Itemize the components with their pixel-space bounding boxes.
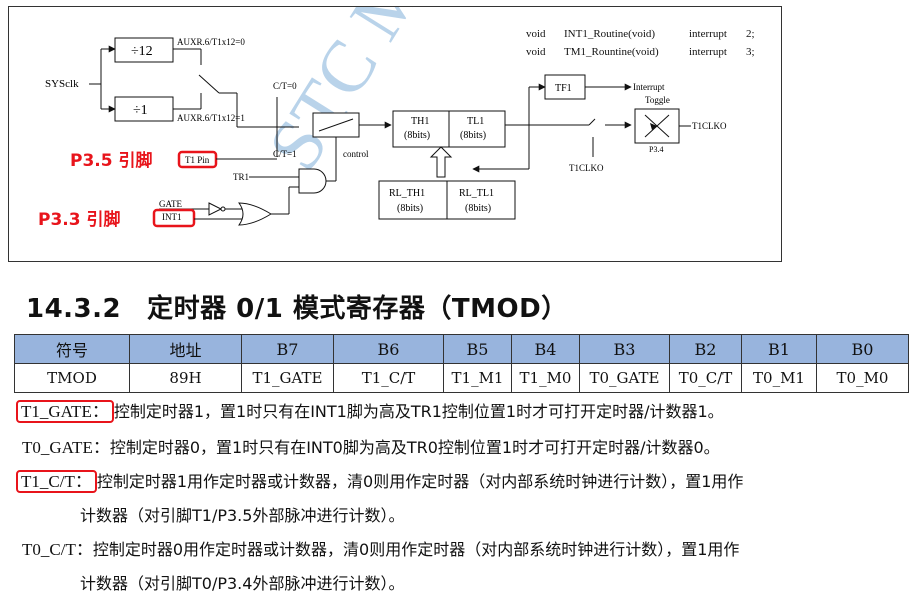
divide-1-box [114, 96, 174, 122]
t0-gate-term: T0_GATE： [22, 438, 110, 457]
rl-tl1-register [446, 180, 516, 220]
table-cell: 89H [129, 363, 242, 393]
table-cell: TMOD [14, 363, 130, 393]
code-kw-1: interrupt [689, 28, 727, 40]
t1-ct-description: T1_C/T：控制定时器1用作定时器或计数器，清0则用作定时器（对内部系统时钟进… [16, 470, 744, 494]
table-header: 地址 [129, 334, 242, 364]
t0-ct-text: 控制定时器0用作定时器或计数器，清0则用作定时器（对内部系统时钟进行计数），置1… [92, 540, 740, 559]
section-heading: 14.3.2 定时器 0/1 模式寄存器（TMOD） [26, 288, 568, 325]
auxr-1-label: AUXR.6/T1x12=1 [177, 113, 245, 123]
table-header: B0 [816, 334, 909, 364]
t1-ct-text: 控制定时器1用作定时器或计数器，清0则用作定时器（对内部系统时钟进行计数），置1… [96, 472, 744, 491]
rl-tl1-bits: (8bits) [465, 203, 491, 214]
tf1-label: TF1 [555, 83, 572, 94]
t0-ct-term: T0_C/T： [22, 540, 93, 559]
ct0-label: C/T=0 [273, 81, 297, 91]
t1clko-output-label: T1CLKO [692, 121, 727, 131]
table-cell: T0_M0 [816, 363, 909, 393]
table-cell: T0_C/T [669, 363, 742, 393]
diagram-svg: STC M void INT1_Routine(void) interrupt … [45, 0, 755, 228]
code-kw-2: interrupt [689, 46, 727, 58]
code-func-2: TM1_Rountine(void) [564, 46, 659, 58]
rl-tl1-label: RL_TL1 [459, 188, 494, 199]
table-header: B6 [333, 334, 444, 364]
table-cell: T1_GATE [241, 363, 334, 393]
auxr-0-label: AUXR.6/T1x12=0 [177, 37, 245, 47]
table-cell: T0_GATE [579, 363, 670, 393]
t0-gate-description: T0_GATE：控制定时器0，置1时只有在INT0脚为高及TR0控制位置1时才可… [22, 436, 720, 460]
tl1-label: TL1 [467, 116, 484, 127]
th1-bits: (8bits) [404, 130, 430, 141]
or-gate [238, 202, 272, 226]
table-cell: T1_M1 [443, 363, 512, 393]
t1clko-switch-label: T1CLKO [569, 163, 604, 173]
tl1-bits: (8bits) [460, 130, 486, 141]
divide-12-box [114, 37, 174, 63]
p34-label: P3.4 [649, 145, 663, 154]
tr1-label: TR1 [233, 172, 249, 182]
table-header-row: 符号 地址 B7 B6 B5 B4 B3 B2 B1 B0 [14, 334, 909, 364]
table-header: B5 [443, 334, 512, 364]
table-row: TMOD 89H T1_GATE T1_C/T T1_M1 T1_M0 T0_G… [14, 363, 909, 393]
toggle-label: Toggle [645, 95, 670, 105]
table-header: B7 [241, 334, 334, 364]
interrupt-label: Interrupt [633, 82, 665, 92]
tf1-box [544, 74, 586, 100]
section-number: 14.3.2 [26, 294, 122, 324]
t1-ct-continuation: 计数器（对引脚T1/P3.5外部脉冲进行计数）。 [80, 506, 405, 525]
p35-pin-callout: P3.5 引脚 [70, 151, 153, 171]
code-num-1: 2; [746, 28, 755, 40]
table-header: 符号 [14, 334, 130, 364]
code-void-2: void [526, 46, 546, 58]
and-gate [298, 168, 327, 194]
table-header: B1 [741, 334, 817, 364]
divide-1-label: ÷1 [133, 103, 148, 118]
code-func-1: INT1_Routine(void) [564, 28, 655, 40]
t1-gate-description: T1_GATE：控制定时器1，置1时只有在INT1脚为高及TR1控制位置1时才可… [16, 400, 724, 424]
tmod-register-table: 符号 地址 B7 B6 B5 B4 B3 B2 B1 B0 TMOD 89H T… [14, 334, 909, 393]
int1-highlight [152, 208, 196, 228]
table-header: B3 [579, 334, 670, 364]
t0-ct-description: T0_C/T：控制定时器0用作定时器或计数器，清0则用作定时器（对内部系统时钟进… [22, 538, 739, 562]
t1-ct-term: T1_C/T： [16, 470, 97, 493]
th1-label: TH1 [411, 116, 429, 127]
t1-gate-term: T1_GATE： [16, 400, 114, 423]
table-cell: T0_M1 [741, 363, 817, 393]
table-header: B2 [669, 334, 742, 364]
table-cell: T1_C/T [333, 363, 444, 393]
code-num-2: 3; [746, 46, 755, 58]
int1-label: INT1 [162, 212, 182, 222]
table-header: B4 [511, 334, 580, 364]
table-cell: T1_M0 [511, 363, 580, 393]
code-void-1: void [526, 28, 546, 40]
p33-pin-callout: P3.3 引脚 [38, 210, 121, 230]
t0-gate-text: 控制定时器0，置1时只有在INT0脚为高及TR0控制位置1时才可打开定时器/计数… [109, 438, 720, 457]
control-label: control [343, 149, 369, 159]
divide-12-label: ÷12 [131, 44, 153, 59]
gate-inverter [208, 202, 223, 216]
rl-th1-register [378, 180, 448, 220]
sysclk-label: SYSclk [45, 78, 79, 90]
rl-th1-label: RL_TH1 [389, 188, 425, 199]
t1pin-label: T1 Pin [185, 155, 210, 165]
ct1-label: C/T=1 [273, 149, 297, 159]
gate-label: GATE [159, 199, 182, 209]
tl1-register [448, 110, 506, 148]
th1-register [392, 110, 450, 148]
reload-arrow [429, 146, 453, 178]
timer1-block-diagram: STC M void INT1_Routine(void) interrupt … [8, 0, 782, 262]
t0-ct-continuation: 计数器（对引脚T0/P3.4外部脉冲进行计数）。 [80, 574, 405, 593]
section-title: 定时器 0/1 模式寄存器（TMOD） [147, 294, 568, 324]
t1-gate-text: 控制定时器1，置1时只有在INT1脚为高及TR1控制位置1时才可打开定时器/计数… [113, 402, 724, 421]
rl-th1-bits: (8bits) [397, 203, 423, 214]
